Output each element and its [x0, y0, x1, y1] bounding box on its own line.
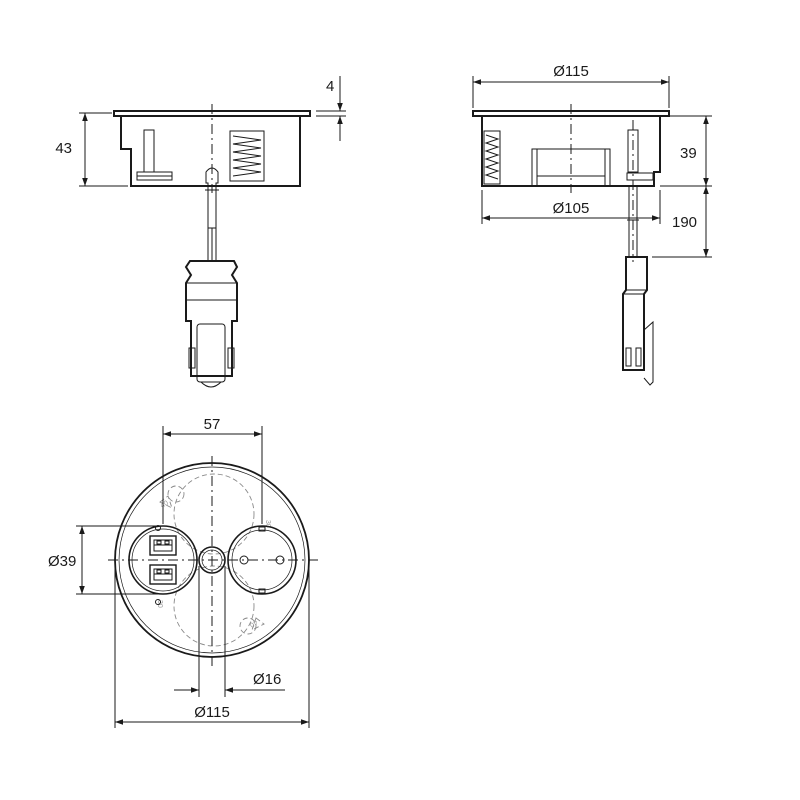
side-view-left: 43 4 — [55, 76, 346, 388]
dim-cable-length: 190 — [672, 214, 697, 231]
dim-side-height: 43 — [55, 140, 72, 157]
cable-hole — [198, 546, 226, 574]
side-view-right: Ø115 Ø105 39 190 — [472, 63, 712, 386]
dim-top-diameter: Ø115 — [553, 63, 589, 80]
dim-usb-diameter: Ø39 — [48, 553, 76, 570]
dim-spacing: 57 — [204, 416, 221, 433]
power-socket — [227, 525, 297, 595]
housing-body-right — [481, 116, 661, 187]
mark-socket-bottom: 40 — [248, 618, 258, 628]
clamp-nut-right — [626, 172, 654, 181]
usb-port-top — [149, 535, 177, 556]
mark-usb-right: 30 — [264, 520, 271, 528]
socket-pin-left — [239, 555, 249, 565]
usb-module — [128, 525, 198, 595]
dim-lid-thickness: 4 — [326, 78, 334, 95]
inner-rim — [118, 466, 306, 654]
front-view: 40 40 30 30 — [48, 416, 318, 728]
spring-terminal — [229, 130, 265, 182]
connector-left — [184, 260, 239, 377]
housing-body — [120, 116, 301, 187]
mark-socket-top: 40 — [160, 500, 170, 510]
dim-hole-diameter: Ø16 — [253, 671, 281, 688]
cable-left — [205, 167, 219, 229]
clamp-screw — [143, 129, 155, 173]
connector-right — [622, 256, 648, 371]
dim-body-height: 39 — [680, 145, 697, 162]
spring-terminal-right — [483, 130, 501, 185]
dim-front-diameter: Ø115 — [194, 704, 230, 721]
dim-bottom-diameter: Ø105 — [553, 200, 590, 217]
usb-port-bottom — [149, 564, 177, 585]
socket-pin-right — [275, 555, 285, 565]
